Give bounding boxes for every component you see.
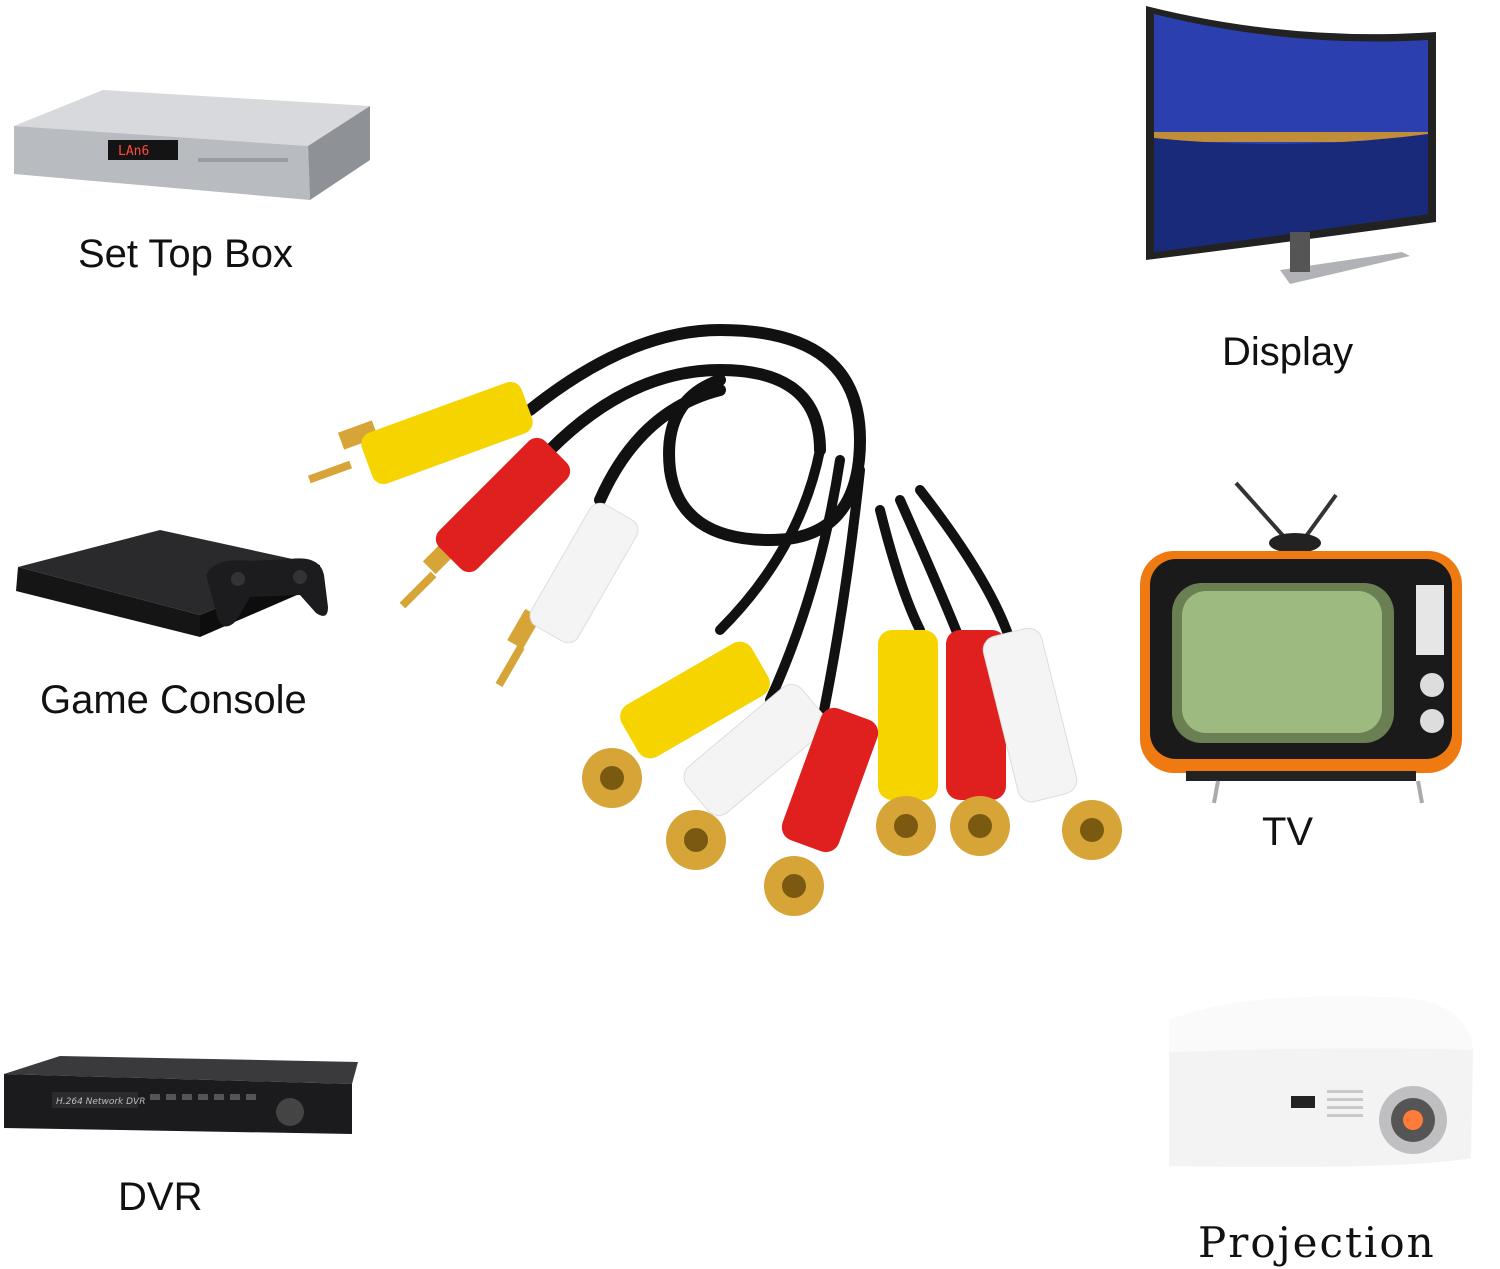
game-console-label: Game Console [40,678,307,722]
dvr-label: DVR [118,1175,203,1219]
dvr-image: H.264 Network DVR [0,1054,360,1149]
projection-label: Projection [1198,1218,1436,1267]
tv-image [1136,475,1466,805]
set-top-box-label: Set Top Box [78,232,293,276]
display-label: Display [1222,330,1354,374]
tv-label: TV [1262,810,1314,854]
svg-text:LAn6: LAn6 [118,144,149,159]
display-image [1140,2,1440,292]
rca-cable-image [300,310,1140,930]
projection-image [1155,990,1475,1180]
game-console-image [10,525,330,645]
dvr-panel-text: H.264 Network DVR [56,1097,145,1107]
set-top-box-image: LAn6 [8,88,373,208]
